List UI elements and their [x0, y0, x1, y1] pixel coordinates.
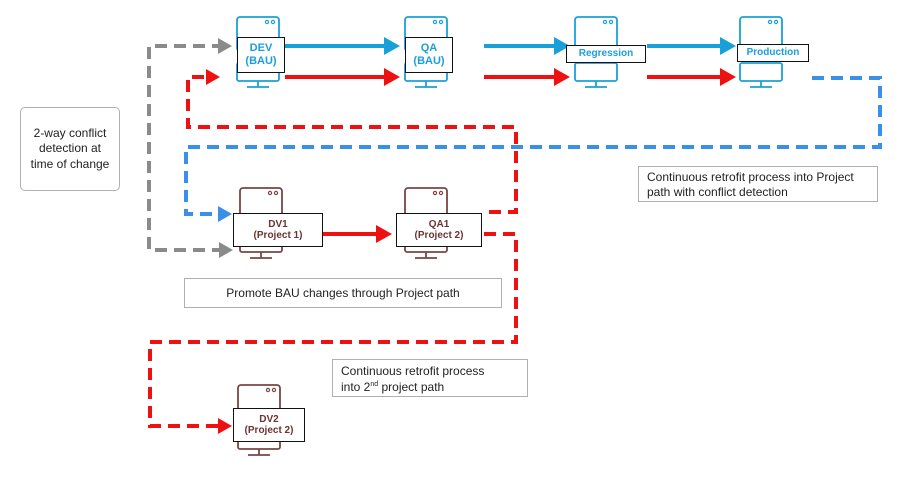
retrofit-second-suffix: project path — [378, 379, 445, 394]
dv2-name: DV2 — [259, 413, 279, 425]
qa1-project: (Project 2) — [414, 230, 464, 241]
gray-arrowhead-dv1 — [219, 242, 233, 258]
qa1-name: QA1 — [428, 218, 450, 230]
retrofit-second-line2: into 2nd project path — [341, 380, 519, 396]
qa-server-label: QA(BAU) — [405, 37, 453, 73]
dv2-project: (Project 2) — [244, 425, 294, 436]
regression-server-label: Regression — [566, 45, 646, 63]
red-arrowhead-dev — [206, 69, 220, 85]
blue-dashed-path — [184, 76, 882, 216]
dev-server-label: DEV(BAU) — [237, 37, 285, 73]
retrofit-second-line1: Continuous retrofit process — [341, 364, 485, 378]
dv2-server-label: DV2(Project 2) — [233, 408, 305, 442]
conflict-detection-text: 2-way conflict detection at time of chan… — [30, 125, 110, 171]
blue-arrowhead-dv1 — [218, 206, 232, 222]
dev-name: DEV — [249, 42, 273, 55]
production-name: Production — [746, 47, 800, 59]
promote-bau-note: Promote BAU changes through Project path — [184, 278, 502, 308]
retrofit-project-text: Continuous retrofit process into Project… — [647, 170, 854, 199]
retrofit-second-note: Continuous retrofit process into 2nd pro… — [332, 359, 528, 397]
regression-name: Regression — [578, 48, 634, 60]
qa-name: QA — [420, 42, 438, 55]
retrofit-second-sup: nd — [370, 380, 379, 388]
dv1-server-label: DV1(Project 1) — [233, 213, 323, 247]
red-dashed-path-loop — [186, 75, 518, 214]
red-solid-arrows — [285, 68, 736, 243]
blue-solid-arrows — [285, 37, 736, 55]
promote-bau-text: Promote BAU changes through Project path — [226, 286, 460, 300]
qa-group: (BAU) — [413, 55, 445, 67]
red-arrowhead-dv2 — [218, 418, 232, 434]
red-dashed-path-dv2 — [148, 232, 518, 428]
gray-arrowhead-dev — [218, 38, 232, 54]
dev-group: (BAU) — [245, 55, 277, 67]
retrofit-project-note: Continuous retrofit process into Project… — [638, 166, 878, 202]
qa1-server-label: QA1(Project 2) — [396, 213, 482, 247]
dv1-name: DV1 — [268, 218, 288, 230]
gray-dashed-path — [147, 44, 224, 252]
production-server-label: Production — [737, 44, 809, 62]
conflict-detection-note: 2-way conflict detection at time of chan… — [20, 107, 120, 191]
dv1-project: (Project 1) — [253, 230, 303, 241]
retrofit-second-prefix: into 2 — [341, 379, 371, 394]
